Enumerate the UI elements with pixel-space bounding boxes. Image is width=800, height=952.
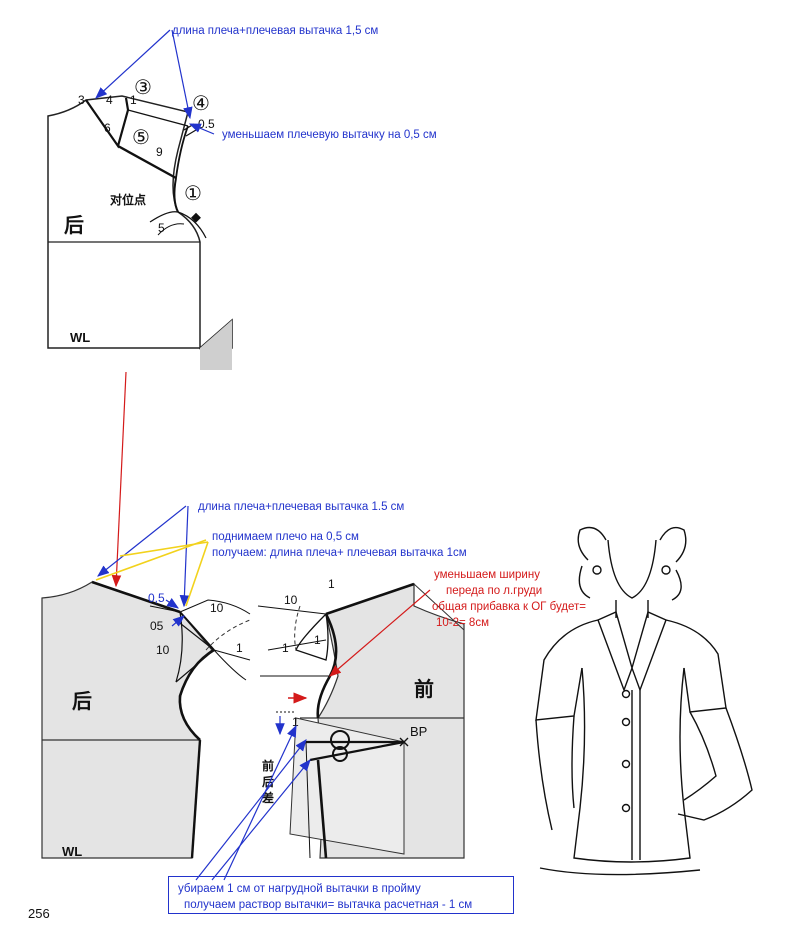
top-label-3: 3 <box>78 93 85 107</box>
top-circle-3: ③ <box>134 77 152 99</box>
top-annotations: длина плеча+плечевая вытачка 1,5 см умен… <box>95 25 437 141</box>
bust-dart-note-box <box>168 876 514 914</box>
bottom-front-pattern <box>257 582 465 859</box>
page-number: 256 <box>28 906 50 921</box>
bottom-annotations: длина плеча+плечевая вытачка 1.5 см подн… <box>95 501 586 911</box>
raise-shoulder-note-2: получаем: длина плеча+ плечевая вытачка … <box>212 547 467 559</box>
top-back-label: 后 <box>64 213 84 237</box>
blouse-illustration <box>535 526 753 876</box>
back-label-1: 1 <box>236 641 243 655</box>
bottom-back-pattern <box>41 580 251 859</box>
top-circle-5: ⑤ <box>132 127 150 149</box>
top-notch-label: 对位点 <box>110 192 146 207</box>
bottom-shoulder-length-note: длина плеча+плечевая вытачка 1.5 см <box>198 501 404 513</box>
reduce-width-note-3: общая прибавка к ОГ будет= <box>432 601 586 613</box>
top-circle-4: ④ <box>192 93 210 115</box>
reduce-width-note-1: уменьшаем ширину <box>434 569 540 581</box>
bottom-waist-label: WL <box>62 844 82 859</box>
bust-dart-note-1: убираем 1 см от нагрудной вытачки в прой… <box>178 883 421 895</box>
top-label-5: 5 <box>158 221 165 235</box>
top-reduce-dart-note: уменьшаем плечевую вытачку на 0,5 см <box>222 129 437 141</box>
connector-arrow <box>111 371 127 588</box>
top-shoulder-length-note: длина плеча+плечевая вытачка 1,5 см <box>172 25 378 37</box>
bottom-pattern-labels: 后 前 WL BP 前 后 差 0,5 05 10 10 1 10 1 1 1 … <box>62 577 434 859</box>
top-circle-1: ① <box>184 183 202 205</box>
top-label-6: 6 <box>104 121 111 135</box>
bust-dart-note-2: получаем раствор вытачки= вытачка расчет… <box>184 899 472 911</box>
back-label-10-a: 10 <box>210 601 224 615</box>
raise-shoulder-note-1: поднимаем плечо на 0,5 см <box>212 531 359 543</box>
front-label-1-mid: 1 <box>314 633 321 647</box>
bottom-front-label: 前 <box>414 677 434 701</box>
back-label-0-5-blue: 0,5 <box>148 591 165 605</box>
top-label-05: 0.5 <box>198 117 215 131</box>
top-label-9: 9 <box>156 145 163 159</box>
back-label-10-b: 10 <box>156 643 170 657</box>
front-label-1-bust: 1 <box>292 715 299 729</box>
top-label-1: 1 <box>130 93 137 107</box>
back-label-05: 05 <box>150 619 164 633</box>
front-label-1-top: 1 <box>328 577 335 591</box>
front-label-1-left: 1 <box>282 641 289 655</box>
top-label-4: 4 <box>106 93 113 107</box>
top-pattern-labels: 3 4 1 6 9 5 0.5 ③ ④ ⑤ ① 对位点 后 WL <box>64 77 215 345</box>
reduce-width-note-4: 10-2= 8см <box>436 617 489 629</box>
reduce-width-note-2: переда по л.груди <box>446 585 542 597</box>
top-back-pattern <box>47 95 233 370</box>
front-diff-char-1: 前 <box>262 758 274 773</box>
front-label-10: 10 <box>284 593 298 607</box>
bp-label: BP <box>410 724 427 739</box>
top-waist-label: WL <box>70 330 90 345</box>
bottom-back-label: 后 <box>72 689 92 713</box>
